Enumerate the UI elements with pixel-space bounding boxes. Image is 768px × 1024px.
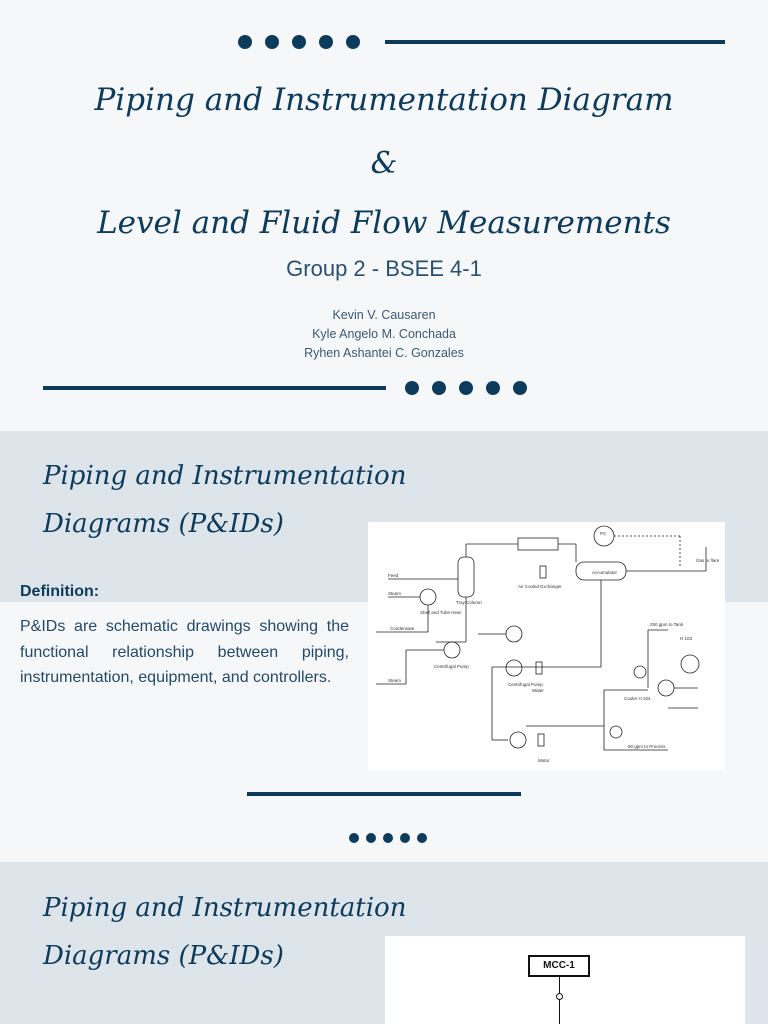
decor-dot-icon [349,833,359,843]
decor-dot-icon [238,35,252,49]
heat-exchanger-icon [505,625,523,643]
pid-diagram: Feed Steam Shell and Tube Heat Condensat… [368,522,725,770]
diagram-label: Centrifugal Pump [434,664,469,669]
diagram-label: Gas to flare [696,558,720,563]
section2-heading-line1: Piping and Instrumentation [43,893,407,923]
member-name: Kyle Angelo M. Conchada [312,327,456,341]
cooler-icon [657,679,675,697]
section2-heading-line2: Diagrams (P&IDs) [43,941,284,971]
top-dots [238,35,378,51]
bottom-dots [405,381,545,397]
decor-dot-icon [432,381,446,395]
section1-heading-line1: Piping and Instrumentation [43,461,407,491]
pid-diagram-svg: Feed Steam Shell and Tube Heat Condensat… [376,525,720,763]
section1-dots [349,830,429,843]
diagram-label: Centrifugal Pump [508,682,543,687]
mcc-label: MCC-1 [543,960,575,971]
diagram-label: Feed [388,573,399,578]
diagram-label: 250 gpm to Tank [650,622,684,627]
pressure-controller-icon [593,525,615,547]
tray-column-icon [457,556,475,598]
mcc-box: MCC-1 [528,955,590,977]
cover-title-line2: Level and Fluid Flow Measurements [97,205,671,241]
section1-divider [247,792,521,796]
decor-dot-icon [383,833,393,843]
diagram-label: Cooler H 104 [624,696,651,701]
heat-exchanger-icon [680,654,700,674]
diagram-label: Tray Column [456,600,482,605]
top-divider [385,40,725,44]
pump-icon [509,731,527,749]
definition-text: P&IDs are schematic drawings showing the… [20,618,349,686]
diagram-label: Steam [388,678,401,683]
decor-dot-icon [486,381,500,395]
member-name: Kevin V. Causaren [332,308,436,322]
diagram-label: Motor [538,758,550,763]
decor-dot-icon [366,833,376,843]
diagram-label: Water [532,688,544,693]
decor-dot-icon [513,381,527,395]
decor-dot-icon [405,381,419,395]
air-cooler-icon [517,537,559,551]
decor-dot-icon [459,381,473,395]
diagram-label: 90 gpm to Process [628,744,666,749]
cover-title-amp: & [370,146,398,181]
decor-dot-icon [265,35,279,49]
diagram-label: Steam [388,591,401,596]
decor-dot-icon [319,35,333,49]
decor-dot-icon [417,833,427,843]
diagram-label: Condensate [390,626,415,631]
diagram-label: Shell and Tube Heat [420,610,462,615]
diagram-label: Air Cooled Exchanger [518,584,562,589]
member-name: Ryhen Ashantei C. Gonzales [304,346,464,360]
breaker-icon [556,993,563,1000]
heat-exchanger-icon [419,588,437,606]
bottom-divider [43,386,386,390]
decor-dot-icon [400,833,410,843]
diagram-label: H 103 [680,636,693,641]
mcc-line [559,977,560,1024]
pump-icon [443,641,461,659]
pump-icon [505,659,523,677]
cover-subtitle: Group 2 - BSEE 4-1 [286,256,482,281]
cover-title-line1: Piping and Instrumentation Diagram [94,82,674,118]
diagram-label: PC [600,531,607,536]
definition-label: Definition: [20,583,100,600]
decor-dot-icon [346,35,360,49]
section1-heading-line2: Diagrams (P&IDs) [43,509,284,539]
mcc-diagram: MCC-1 [385,936,745,1024]
decor-dot-icon [292,35,306,49]
diagram-label: Accumulator [592,570,618,575]
